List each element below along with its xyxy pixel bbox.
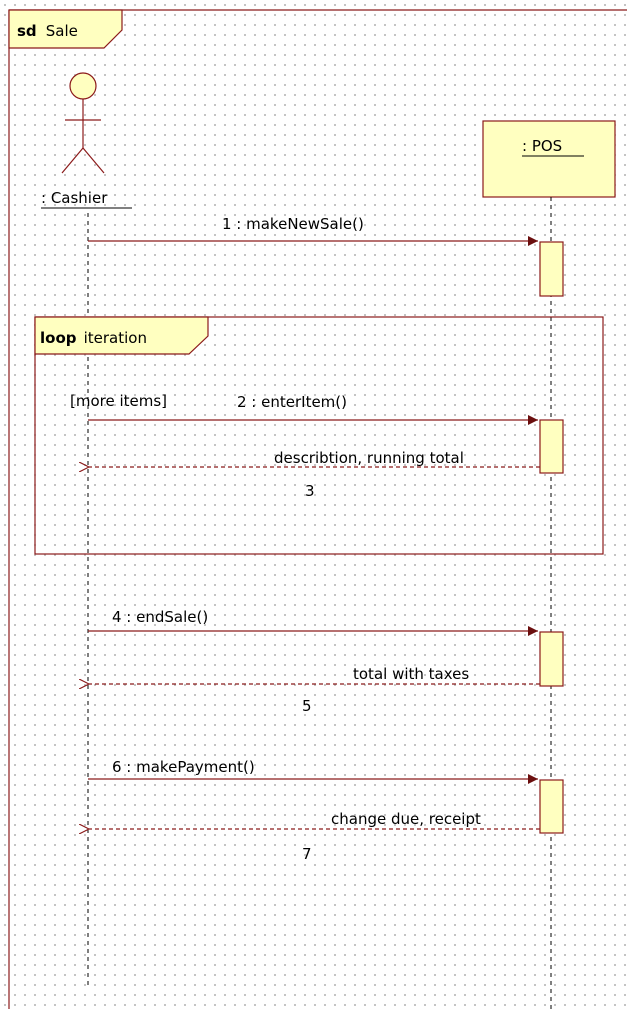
actor-head-icon bbox=[69, 72, 97, 100]
activation-bar bbox=[539, 419, 564, 474]
message-label: 4 : endSale() bbox=[112, 608, 208, 626]
message-label: 2 : enterItem() bbox=[237, 393, 347, 411]
activation-bar bbox=[539, 631, 564, 687]
loop-fragment-tab bbox=[34, 316, 209, 355]
return-label: change due, receipt bbox=[331, 810, 481, 828]
loop-name: iteration bbox=[84, 329, 147, 347]
pos-label: : POS bbox=[522, 137, 562, 155]
message-label: 6 : makePayment() bbox=[112, 758, 255, 776]
actor-right-leg-icon bbox=[82, 147, 105, 174]
message-number: 7 bbox=[302, 845, 312, 863]
loop-guard: [more items] bbox=[70, 392, 167, 410]
activation-bar bbox=[539, 241, 564, 297]
loop-fragment-border bbox=[34, 316, 604, 555]
cashier-actor: : Cashier bbox=[41, 72, 132, 209]
frame-name: Sale bbox=[46, 22, 78, 40]
loop-operator: loop bbox=[40, 329, 77, 347]
return-label: describtion, running total bbox=[274, 449, 464, 467]
pos-object-box bbox=[482, 120, 616, 198]
frame-title-tab bbox=[8, 9, 123, 49]
frame-keyword: sd bbox=[17, 22, 37, 40]
return-label: total with taxes bbox=[353, 665, 469, 683]
actor-left-leg-icon bbox=[61, 147, 84, 174]
activation-bar bbox=[539, 779, 564, 834]
loop-fragment: loop iteration [more items] bbox=[34, 316, 604, 555]
loop-fragment-title: loop iteration bbox=[40, 328, 147, 347]
pos-object: : POS bbox=[482, 120, 616, 198]
message-number: 5 bbox=[302, 697, 312, 715]
sd-frame: sd Sale bbox=[8, 9, 627, 1009]
cashier-label: : Cashier bbox=[41, 189, 108, 207]
message-label: 1 : makeNewSale() bbox=[222, 215, 364, 233]
frame-title: sd Sale bbox=[17, 21, 78, 40]
message-number: 3 bbox=[305, 482, 315, 500]
